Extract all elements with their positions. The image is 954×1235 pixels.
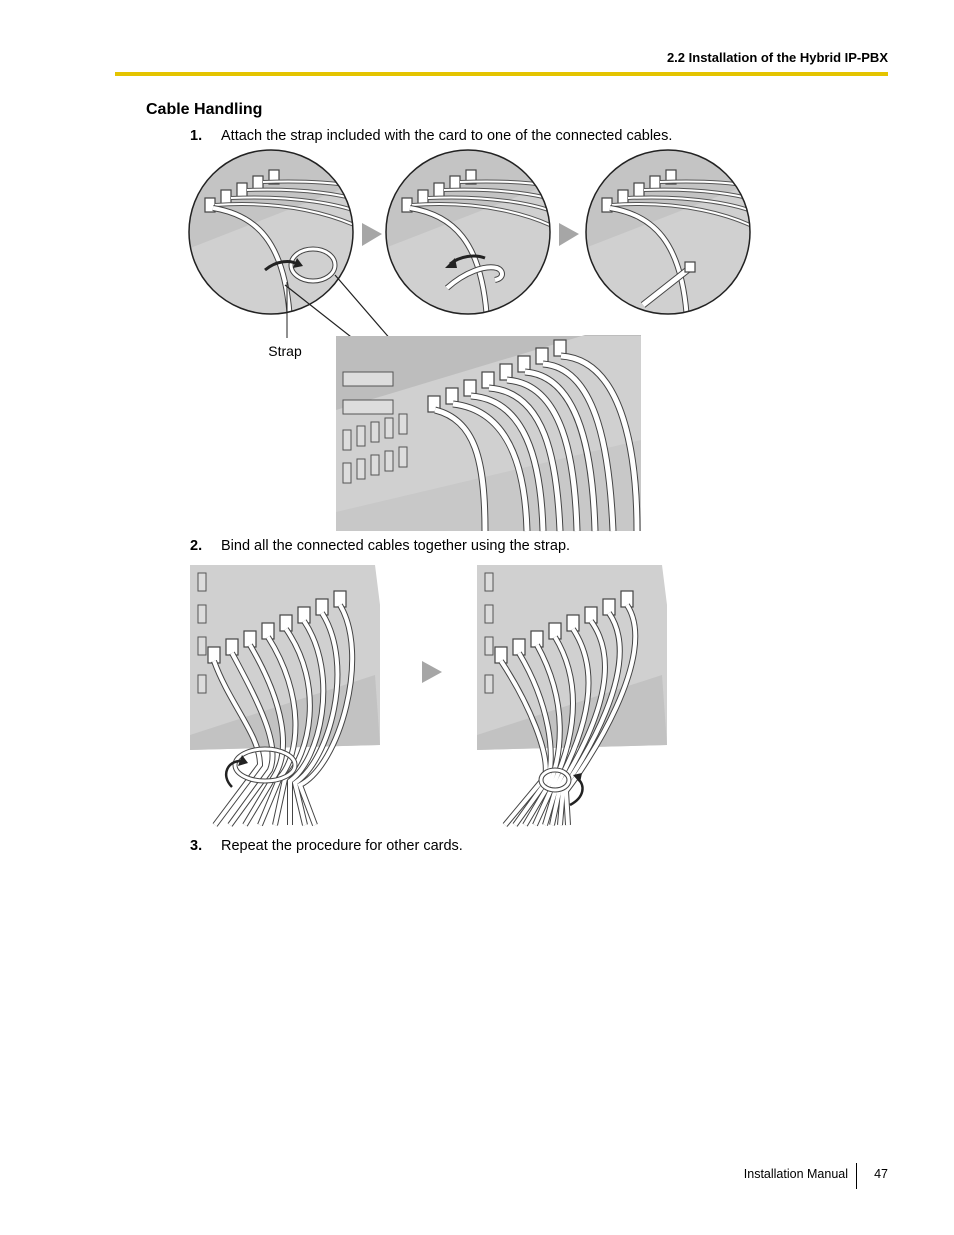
running-header: 2.2 Installation of the Hybrid IP-PBX	[666, 50, 888, 65]
strap-label: Strap	[268, 343, 302, 359]
closeup-circle-3	[585, 149, 751, 315]
step-arrow-icon	[362, 223, 382, 246]
step-text: Repeat the procedure for other cards.	[221, 838, 463, 854]
step-arrow-icon	[559, 223, 579, 246]
page-number: 47	[874, 1167, 888, 1181]
step-number: 3.	[190, 838, 203, 854]
cable-card-illustration	[336, 335, 641, 532]
footer-label: Installation Manual	[743, 1167, 848, 1181]
strap-attach-illustration: Strap	[188, 149, 751, 532]
footer-divider	[856, 1163, 857, 1189]
rotate-arrow-icon	[224, 759, 243, 788]
step-text: Bind all the connected cables together u…	[221, 538, 571, 554]
step-number: 2.	[190, 538, 203, 554]
bind-before-panel	[190, 565, 380, 827]
header-rule	[115, 72, 888, 76]
bind-cables-illustration	[190, 565, 667, 827]
bind-after-panel	[477, 565, 667, 827]
closeup-circle-2	[385, 149, 551, 315]
step-text: Attach the strap included with the card …	[221, 128, 673, 144]
closeup-circle-1	[188, 149, 354, 315]
step-arrow-icon	[422, 661, 442, 683]
section-heading: Cable Handling	[146, 101, 263, 118]
step-number: 1.	[190, 128, 203, 144]
